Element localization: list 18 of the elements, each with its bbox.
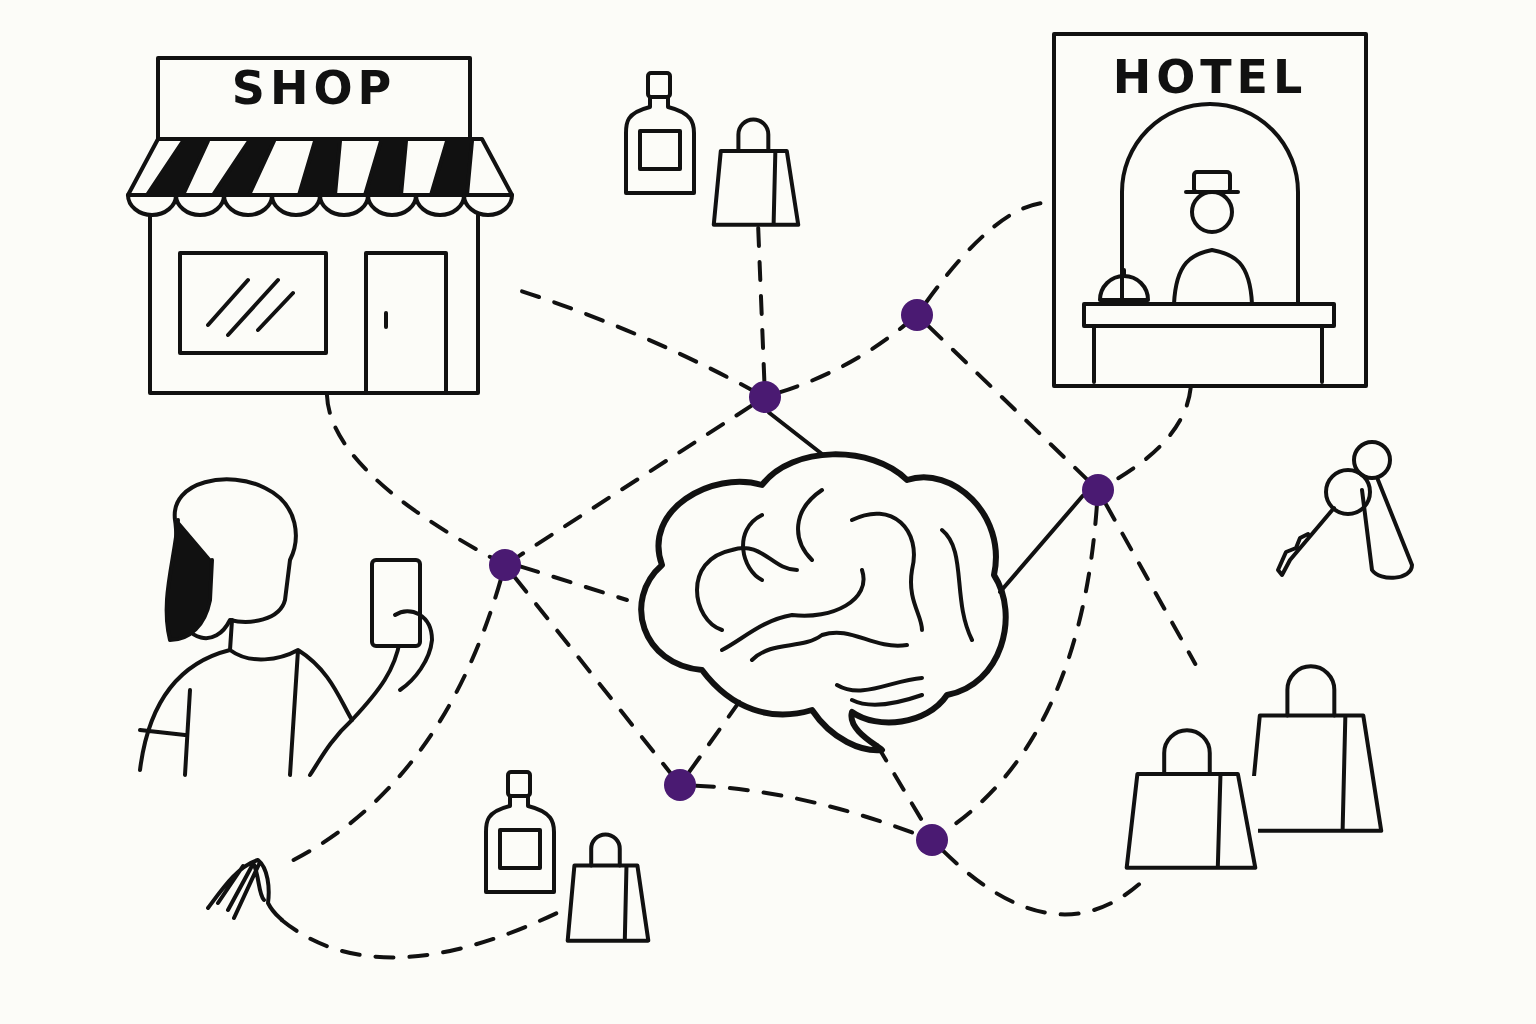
connector	[998, 493, 1085, 594]
network-dot	[901, 299, 933, 331]
connector	[766, 410, 824, 456]
network-dot	[664, 769, 696, 801]
dashed-connector	[926, 324, 1089, 481]
dashed-connector	[778, 323, 907, 395]
sign-text: SHOP	[230, 65, 398, 111]
network-dot	[749, 381, 781, 413]
dashed-connector	[520, 289, 753, 392]
sign-text: HOTEL	[1111, 54, 1309, 100]
dashed-connector	[756, 226, 767, 383]
network-dot	[1082, 474, 1114, 506]
network-dot	[489, 549, 521, 581]
dashed-connector	[516, 403, 754, 559]
dashed-connector	[512, 575, 673, 775]
dashed-connector	[324, 393, 493, 560]
dashed-connector	[1103, 501, 1198, 666]
network-dot	[916, 824, 948, 856]
